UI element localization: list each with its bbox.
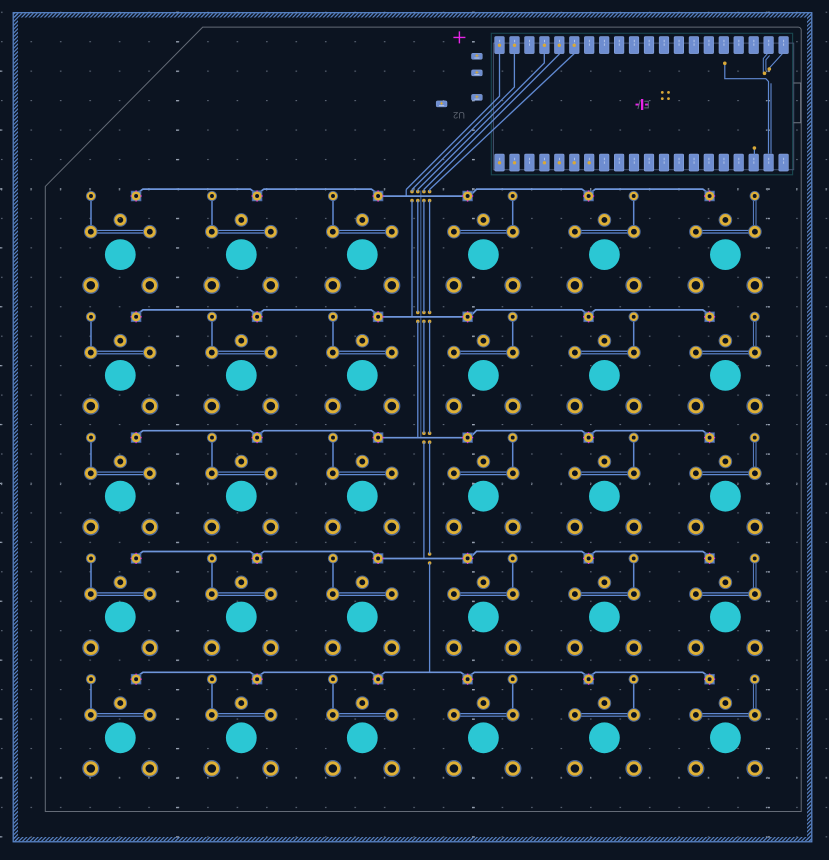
svg-text:U2: U2 — [453, 110, 465, 120]
